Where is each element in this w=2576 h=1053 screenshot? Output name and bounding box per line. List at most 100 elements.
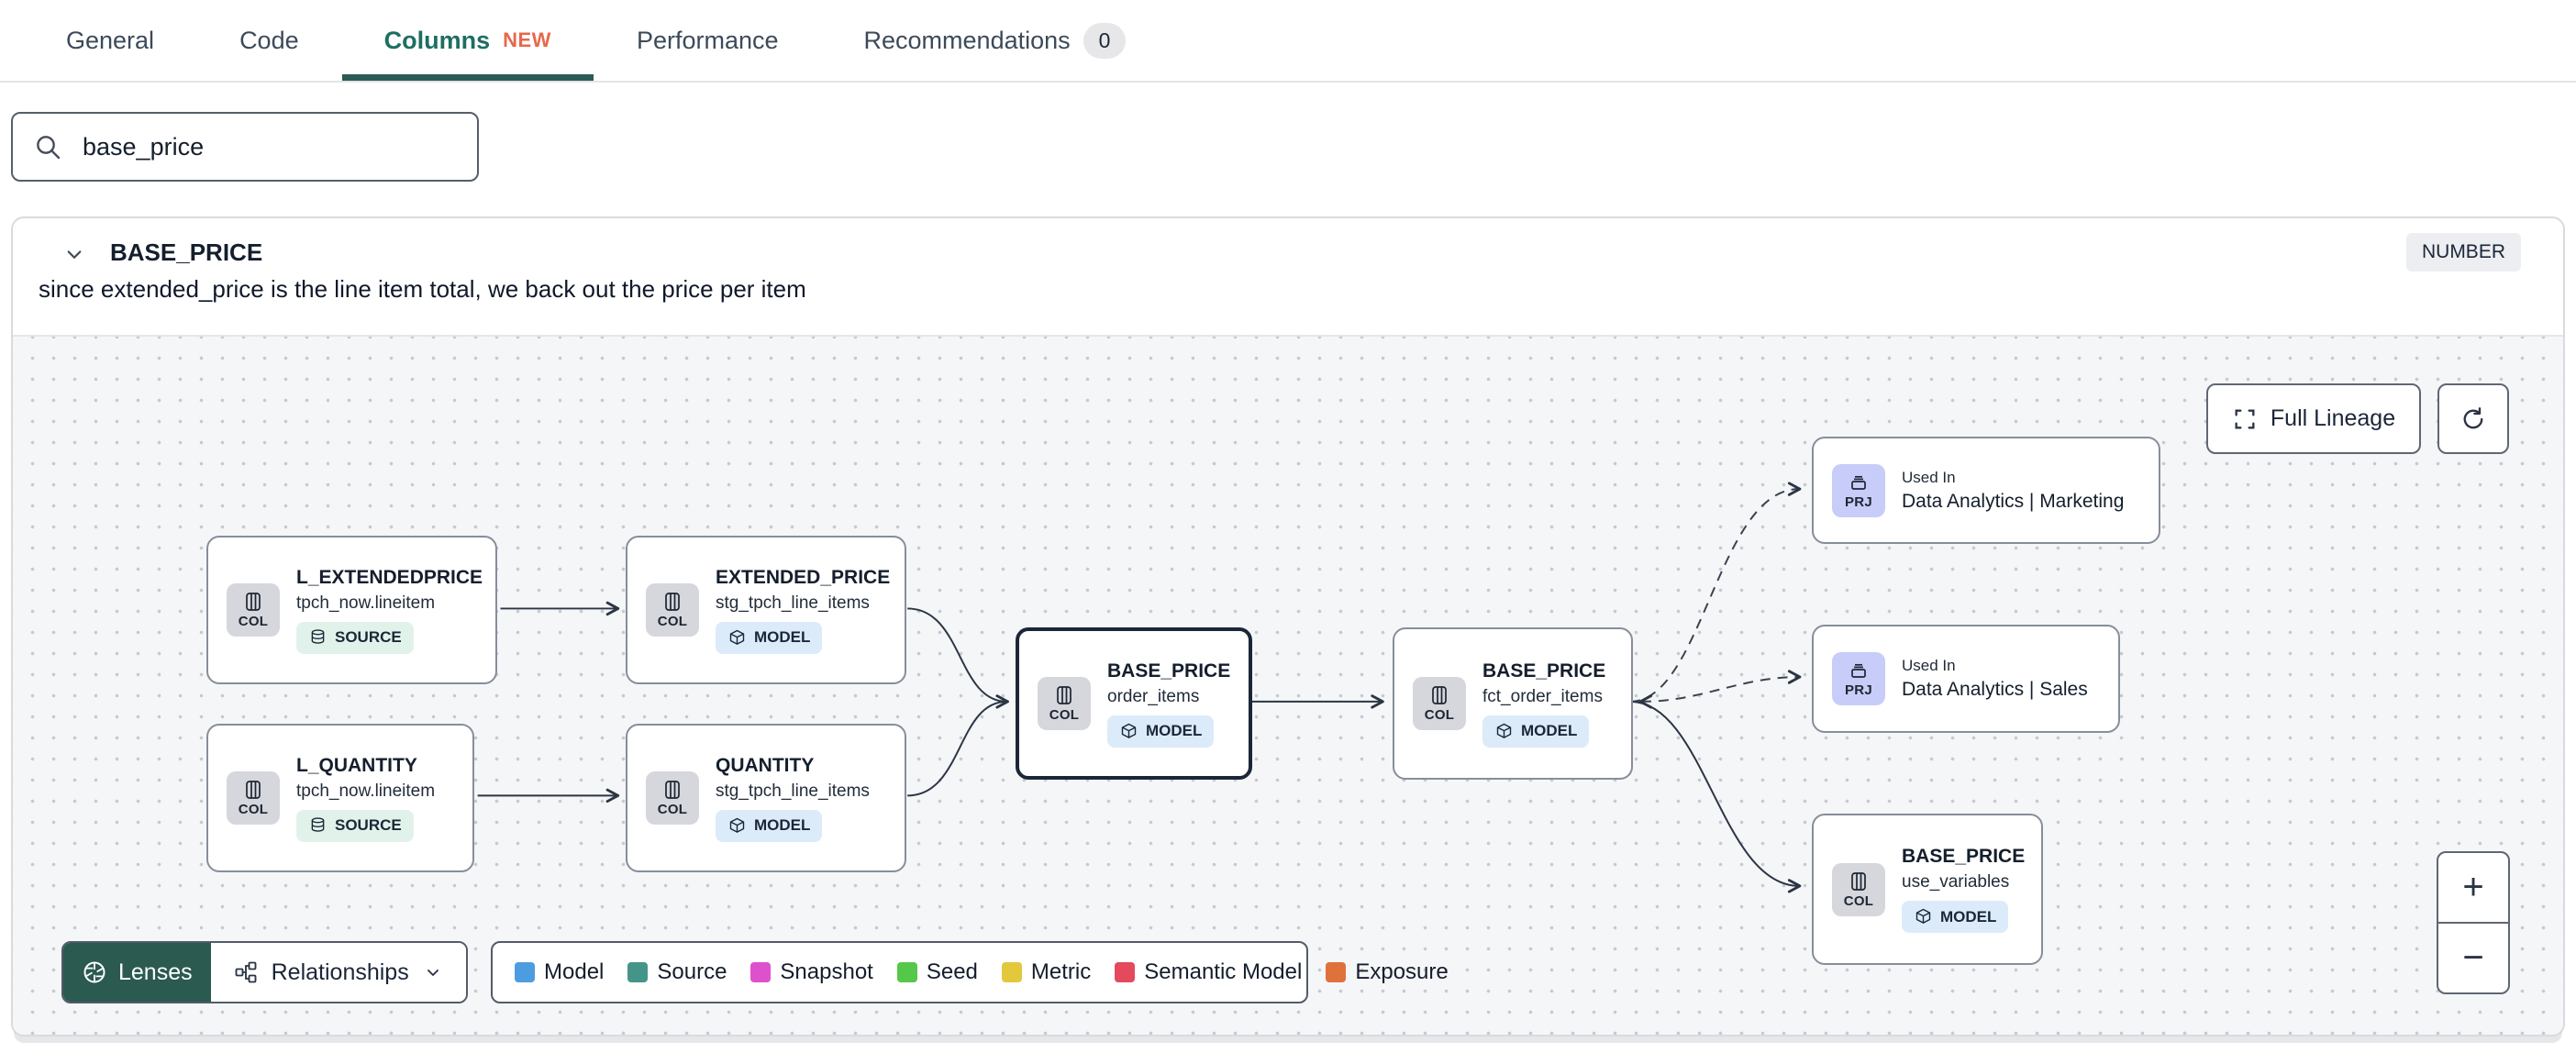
zoom-out-button[interactable]: − (2462, 937, 2484, 978)
column-icon: COL (1038, 677, 1091, 730)
legend-label: Metric (1030, 959, 1092, 984)
legend-swatch (896, 962, 917, 982)
node-subtitle: order_items (1107, 686, 1200, 706)
refresh-button[interactable] (2437, 383, 2509, 454)
node-eyebrow: Used In (1902, 468, 1956, 486)
node-kind: COL (657, 614, 688, 629)
tab-label: Columns (383, 26, 491, 54)
cube-icon (729, 817, 745, 833)
cube-icon (1496, 723, 1512, 738)
node-title: BASE_PRICE (1482, 660, 1606, 682)
legend-item: Semantic Model (1115, 959, 1302, 985)
node-kind: COL (1424, 707, 1455, 723)
node-kind: COL (1049, 707, 1080, 723)
node-title: L_QUANTITY (296, 754, 417, 776)
lenses-button[interactable]: Lenses (63, 943, 211, 1002)
node-kind: COL (238, 802, 269, 817)
node-badge-label: SOURCE (335, 628, 402, 646)
lineage-node-base-price-use-variables[interactable]: COL BASE_PRICE use_variables MODEL (1812, 814, 2043, 965)
node-badge-label: MODEL (1146, 722, 1203, 739)
node-subtitle: fct_order_items (1482, 686, 1603, 706)
node-kind: PRJ (1844, 682, 1873, 698)
collapse-chevron-icon[interactable] (61, 240, 88, 272)
column-description: since extended_price is the line item to… (39, 275, 806, 303)
node-subtitle: use_variables (1902, 872, 2010, 892)
source-badge: SOURCE (296, 621, 414, 654)
zoom-in-button[interactable]: + (2438, 853, 2508, 924)
tab-label: General (66, 26, 155, 54)
legend-item: Model (515, 959, 604, 985)
aperture-icon (83, 961, 105, 983)
legend-label: Source (657, 959, 727, 984)
node-title: Data Analytics | Marketing (1902, 490, 2125, 512)
column-name: BASE_PRICE (110, 238, 263, 266)
count-badge: 0 (1083, 22, 1127, 59)
lineage-node-used-in-sales[interactable]: PRJ Used In Data Analytics | Sales (1812, 625, 2120, 733)
lineage-node-extended-price[interactable]: COL EXTENDED_PRICE stg_tpch_line_items M… (626, 536, 906, 684)
full-lineage-button[interactable]: Full Lineage (2206, 383, 2421, 454)
legend-label: Exposure (1355, 959, 1449, 984)
column-type-badge: NUMBER (2405, 233, 2521, 272)
lineage-node-base-price-fct-order-items[interactable]: COL BASE_PRICE fct_order_items MODEL (1393, 627, 1633, 780)
node-subtitle: stg_tpch_line_items (716, 593, 870, 613)
source-badge: SOURCE (296, 809, 414, 842)
node-title: BASE_PRICE (1107, 660, 1231, 682)
column-icon: COL (646, 583, 699, 637)
lineage-edges (477, 482, 1802, 893)
expand-icon (2235, 409, 2255, 428)
node-subtitle: stg_tpch_line_items (716, 781, 870, 801)
refresh-icon (2463, 406, 2483, 428)
column-icon: COL (646, 771, 699, 825)
node-title: EXTENDED_PRICE (716, 566, 891, 588)
legend-item: Exposure (1326, 959, 1449, 985)
lineage-node-base-price-order-items[interactable]: COL BASE_PRICE order_items MODEL (1016, 627, 1252, 780)
lineage-node-used-in-marketing[interactable]: PRJ Used In Data Analytics | Marketing (1812, 437, 2160, 544)
project-icon: PRJ (1832, 463, 1885, 517)
search-icon (37, 136, 61, 160)
tab-columns[interactable]: Columns NEW (341, 0, 594, 81)
cube-icon (729, 629, 745, 645)
tab-recommendations[interactable]: Recommendations 0 (864, 0, 1127, 81)
lineage-node-quantity[interactable]: COL QUANTITY stg_tpch_line_items MODEL (626, 724, 906, 872)
legend-label: Model (544, 959, 605, 984)
model-badge: MODEL (1482, 715, 1590, 748)
legend-item: Snapshot (750, 959, 873, 985)
lineage-canvas[interactable]: COL L_EXTENDEDPRICE tpch_now.lineitem SO… (13, 335, 2563, 1035)
lenses-label: Lenses (118, 959, 193, 985)
relationships-dropdown[interactable]: Relationships (210, 943, 466, 1002)
search-input[interactable] (81, 131, 457, 162)
lineage-node-l-quantity[interactable]: COL L_QUANTITY tpch_now.lineitem SOURCE (206, 724, 474, 872)
node-subtitle: tpch_now.lineitem (296, 781, 436, 801)
node-title: BASE_PRICE (1902, 846, 2026, 867)
column-search (11, 112, 479, 182)
legend-item: Seed (896, 959, 978, 985)
node-title: Data Analytics | Sales (1902, 679, 2088, 700)
lenses-control: Lenses Relationships (61, 941, 468, 1003)
cube-icon (1915, 908, 1931, 924)
node-title: QUANTITY (716, 754, 815, 776)
legend-swatch (1326, 962, 1347, 982)
legend-item: Metric (1001, 959, 1092, 985)
node-kind: COL (1843, 892, 1874, 909)
tab-performance[interactable]: Performance (637, 0, 779, 81)
column-icon: COL (1413, 677, 1466, 730)
node-eyebrow: Used In (1902, 657, 1956, 674)
model-badge: MODEL (1107, 715, 1215, 748)
relationships-label: Relationships (271, 959, 409, 985)
tab-general[interactable]: General (66, 0, 154, 81)
zoom-controls: + − (2437, 851, 2510, 994)
node-badge-label: MODEL (754, 628, 811, 646)
database-icon (311, 816, 325, 832)
legend-swatch (1115, 962, 1136, 982)
node-kind: COL (657, 802, 688, 817)
column-icon: COL (227, 771, 280, 825)
chevron-down-icon (427, 970, 439, 976)
tab-code[interactable]: Code (239, 0, 299, 81)
full-lineage-label: Full Lineage (2270, 405, 2396, 431)
tab-bar: General Code Columns NEW Performance Rec… (0, 0, 2576, 83)
legend-label: Semantic Model (1144, 959, 1303, 984)
legend-label: Snapshot (780, 959, 873, 984)
legend-swatch (1001, 962, 1022, 982)
legend-label: Seed (926, 959, 978, 984)
lineage-node-l-extendedprice[interactable]: COL L_EXTENDEDPRICE tpch_now.lineitem SO… (206, 536, 497, 684)
